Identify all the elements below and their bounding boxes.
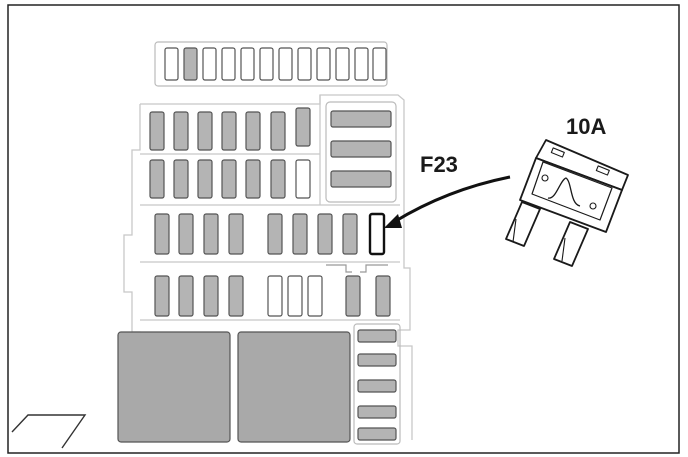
fuse-slot <box>357 329 397 343</box>
fuse-slot <box>270 159 286 199</box>
fuse-slot <box>203 275 219 317</box>
fuse-slot <box>295 107 311 147</box>
fuse-slot <box>316 47 331 81</box>
fuse-slot <box>154 213 170 255</box>
fuse-slot <box>345 275 361 317</box>
fuse-slot <box>245 159 261 199</box>
fuse-row-2 <box>149 159 311 199</box>
fuse-slot-f23-highlighted <box>368 212 386 256</box>
fuse-rating-label: 10A <box>566 114 606 139</box>
fuse-slot <box>335 47 350 81</box>
fuse-slot <box>267 275 283 317</box>
fuse-slot <box>307 275 323 317</box>
figure-frame <box>7 4 680 454</box>
fuse-slot <box>149 159 165 199</box>
bottom-right-fuse-stack <box>353 323 401 445</box>
fuse-slot <box>372 47 387 81</box>
fuse-row-3 <box>154 212 386 256</box>
stack-housing <box>353 323 401 445</box>
fuse-slot <box>183 47 198 81</box>
relay <box>117 331 231 443</box>
fuse-slot <box>221 47 236 81</box>
fuse-slot <box>197 111 213 151</box>
curved-arrow-icon <box>384 175 511 228</box>
fuse-slot <box>342 213 358 255</box>
top-fuse-row <box>154 41 388 87</box>
fuse-slot <box>202 47 217 81</box>
fuse-slot <box>240 47 255 81</box>
fuse-slot <box>278 47 293 81</box>
maxi-fuse-stack <box>325 101 397 203</box>
fuse-slot <box>178 275 194 317</box>
fuse-slot <box>221 159 237 199</box>
fuse-slot <box>357 405 397 419</box>
maxi-fuse <box>330 140 392 158</box>
maxi-fuse <box>330 110 392 128</box>
maxi-fuse-housing <box>325 101 397 203</box>
mini-blade-fuse-icon <box>505 139 629 267</box>
fuse-slot <box>292 213 308 255</box>
fuse-slot <box>357 427 397 441</box>
fuse-row-4 <box>154 264 391 317</box>
fuse-slot <box>221 111 237 151</box>
fuse-slot <box>173 159 189 199</box>
fuse-slot <box>197 159 213 199</box>
fuse-slot <box>173 111 189 151</box>
fuse-slot <box>267 213 283 255</box>
fuse-slot <box>317 213 333 255</box>
top-row-housing <box>154 41 388 87</box>
fuse-slot <box>259 47 274 81</box>
fuse-slot <box>228 213 244 255</box>
fuse-slot <box>178 213 194 255</box>
fuse-position-label: F23 <box>420 152 458 177</box>
fuse-slot <box>375 275 391 317</box>
fuse-slot <box>357 379 397 393</box>
fuse-slot <box>164 47 179 81</box>
fuse-slot <box>354 47 369 81</box>
fuse-slot <box>297 47 312 81</box>
fuse-slot <box>295 159 311 199</box>
fuse-slot <box>149 111 165 151</box>
relay <box>237 331 351 443</box>
fuse-slot <box>154 275 170 317</box>
fuse-slot <box>228 275 244 317</box>
fuse-slot <box>270 111 286 151</box>
fuse-slot <box>203 213 219 255</box>
maxi-fuse <box>330 170 392 188</box>
relay-block <box>117 331 351 443</box>
corner-outline <box>11 414 87 449</box>
fuse-slot <box>287 275 303 317</box>
fuse-row-1 <box>149 107 311 151</box>
fuse-slot <box>245 111 261 151</box>
fuse-slot <box>357 353 397 367</box>
